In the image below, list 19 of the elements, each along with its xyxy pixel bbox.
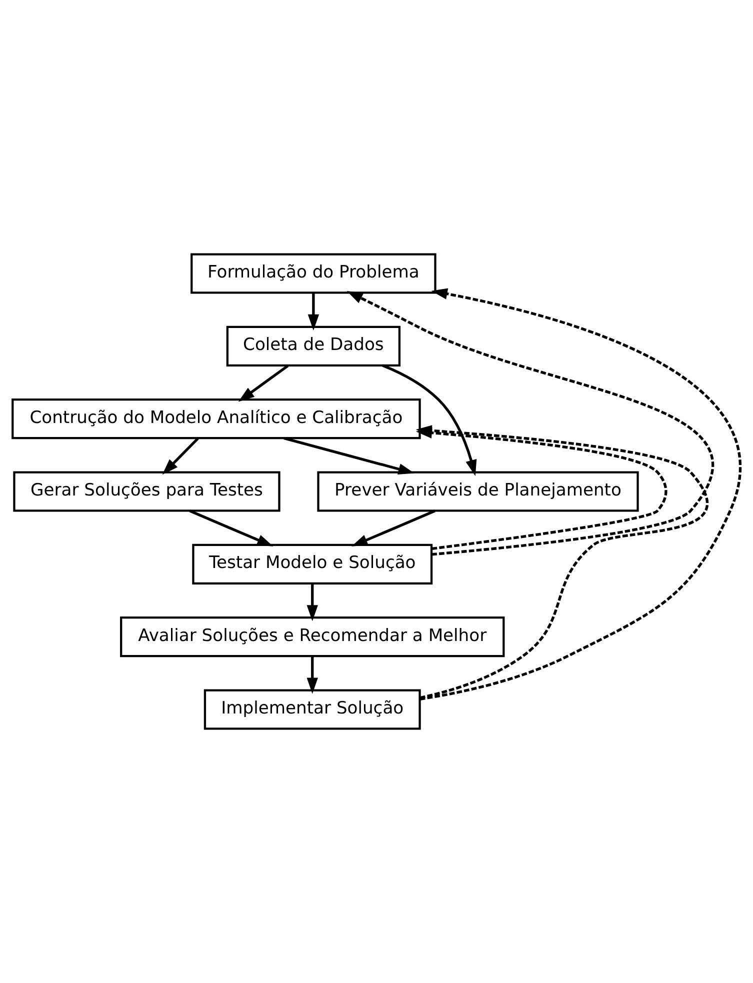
arrow	[238, 364, 289, 402]
arrow	[306, 656, 318, 694]
node-box: Avaliar Soluções e Recomendar a Melhor	[120, 616, 505, 658]
arrow	[284, 436, 414, 475]
arrow	[162, 438, 199, 475]
arrow	[346, 290, 714, 556]
node-box: Prever Variáveis de Planejamento	[317, 471, 639, 512]
arrow	[308, 293, 320, 330]
arrow	[352, 510, 436, 546]
node-box: Contrução do Modelo Analítico e Calibração	[12, 398, 421, 440]
node-box: Coleta de Dados	[226, 326, 401, 366]
arrow	[306, 584, 318, 622]
arrow	[420, 288, 741, 700]
arrow	[189, 510, 274, 546]
node-box: Testar Modelo e Solução	[192, 544, 433, 584]
node-box: Formulação do Problema	[190, 253, 436, 294]
node-box: Gerar Soluções para Testes	[13, 471, 280, 512]
arrow	[382, 364, 477, 476]
node-box: Implementar Solução	[204, 689, 421, 730]
